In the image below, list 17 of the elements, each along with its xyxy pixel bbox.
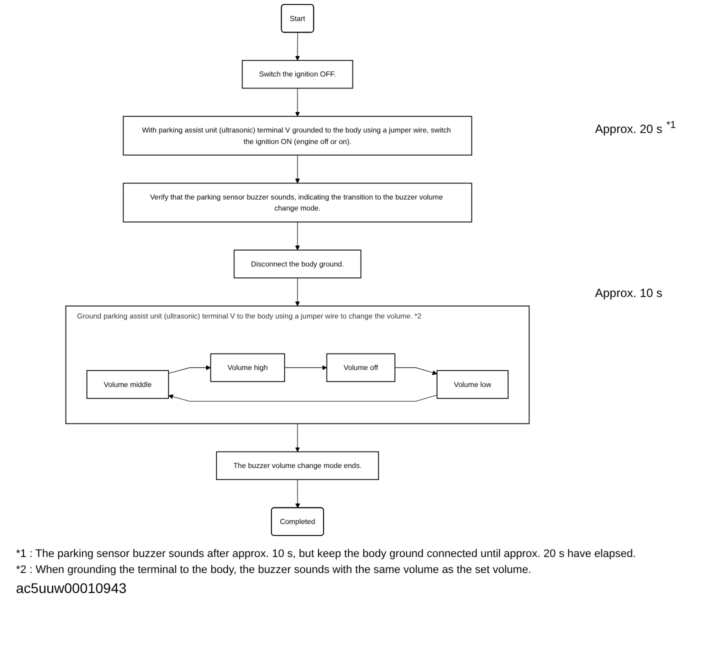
timing-note: Approx. 20 s [595, 122, 662, 136]
arrow [295, 154, 300, 184]
figure-id: ac5uuw00010943 [16, 580, 128, 596]
arrow [295, 423, 300, 452]
arrow [295, 88, 300, 117]
arrow [284, 365, 327, 370]
footnote: *2 : When grounding the terminal to the body, the buzzer sounds with the same volume as the set volume. [16, 564, 532, 576]
footnote: *1 : The parking sensor buzzer sounds after approx. 10 s, but keep the body ground connected until approx. 20 s have elapsed. [16, 548, 637, 560]
arrow [295, 278, 300, 306]
arrow [168, 365, 211, 374]
arrow [295, 222, 300, 250]
arrow [394, 367, 438, 376]
timing-note: Approx. 10 s [595, 286, 664, 300]
arrow [168, 394, 438, 402]
arrow [295, 479, 300, 508]
footnote-mark: *1 [666, 120, 676, 131]
arrow [295, 32, 300, 61]
